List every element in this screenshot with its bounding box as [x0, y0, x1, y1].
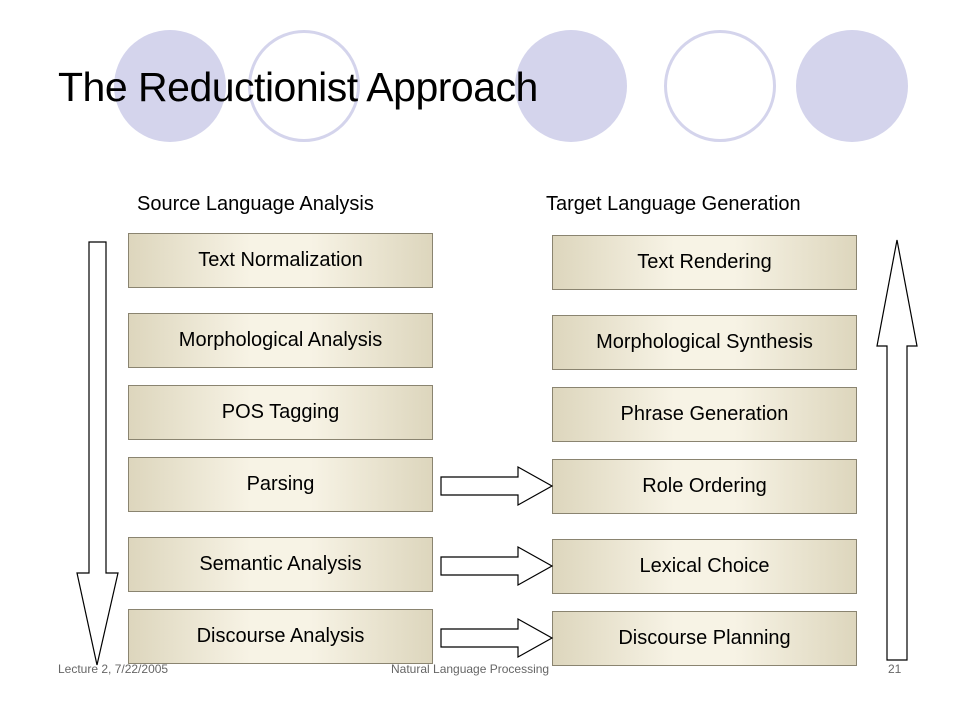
generation-step-text-rendering: Text Rendering [552, 235, 857, 290]
footer-lecture-date: Lecture 2, 7/22/2005 [58, 662, 169, 676]
generation-step-morphological-synthesis: Morphological Synthesis [552, 315, 857, 370]
footer-course-name: Natural Language Processing [391, 662, 550, 676]
analysis-step-semantic-analysis: Semantic Analysis [128, 537, 433, 592]
down-arrow-icon [76, 241, 119, 666]
generation-step-discourse-planning: Discourse Planning [552, 611, 857, 666]
transfer-arrow-parsing-icon [440, 465, 554, 507]
analysis-step-pos-tagging: POS Tagging [128, 385, 433, 440]
decor-circle-2 [248, 30, 360, 142]
analysis-step-morphological-analysis: Morphological Analysis [128, 313, 433, 368]
transfer-arrow-discourse-icon [440, 617, 554, 659]
decor-circle-5 [796, 30, 908, 142]
analysis-step-text-normalization: Text Normalization [128, 233, 433, 288]
analysis-step-discourse-analysis: Discourse Analysis [128, 609, 433, 664]
transfer-arrow-semantic-icon [440, 545, 554, 587]
up-arrow-icon [876, 239, 918, 661]
generation-step-phrase-generation: Phrase Generation [552, 387, 857, 442]
generation-step-lexical-choice: Lexical Choice [552, 539, 857, 594]
decor-circle-1 [114, 30, 226, 142]
source-heading: Source Language Analysis [137, 193, 374, 215]
slide-title: The Reductionist Approach [58, 64, 538, 110]
analysis-step-parsing: Parsing [128, 457, 433, 512]
footer-page-number: 21 [888, 662, 902, 676]
decor-circle-4 [664, 30, 776, 142]
target-heading: Target Language Generation [546, 193, 801, 215]
generation-step-role-ordering: Role Ordering [552, 459, 857, 514]
decor-circle-3 [515, 30, 627, 142]
